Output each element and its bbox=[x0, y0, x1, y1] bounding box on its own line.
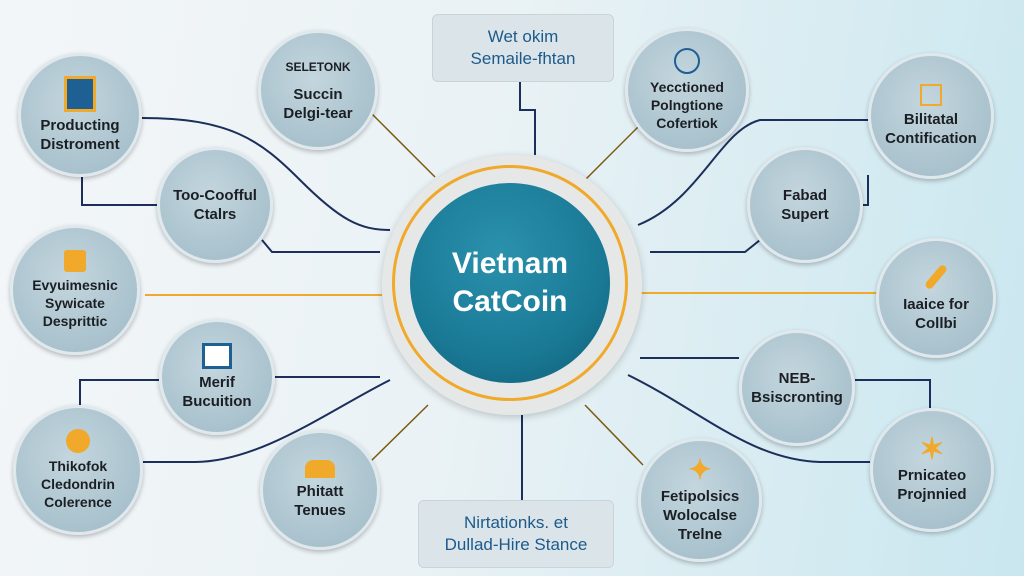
node-yectioned[interactable]: Yecctioned Polngtione Cofertiok bbox=[625, 28, 749, 152]
bottom-box-line1: Nirtationks. et bbox=[464, 513, 568, 532]
node-producing[interactable]: Producting Distroment bbox=[18, 53, 142, 177]
top-box-line2: Semaile-fhtan bbox=[470, 49, 576, 68]
hub-accent-ring bbox=[392, 165, 628, 401]
node-merif[interactable]: Merif Bucuition bbox=[159, 319, 275, 435]
network-globe-icon bbox=[674, 48, 700, 74]
star-icon: ✦ bbox=[688, 453, 712, 485]
node-label: Evyuimesnic bbox=[32, 277, 118, 293]
node-label: Cofertiok bbox=[656, 115, 718, 131]
node-label: Fabad bbox=[782, 187, 828, 204]
node-label: Merif bbox=[199, 374, 235, 391]
node-iaaice[interactable]: Iaaice for Collbi bbox=[876, 238, 996, 358]
node-label: Collbi bbox=[915, 315, 957, 332]
link-thikofok bbox=[143, 379, 391, 463]
node-label: Thikofok bbox=[48, 458, 108, 474]
node-label: Wolocalse bbox=[663, 506, 737, 524]
building-icon bbox=[305, 460, 335, 478]
node-label: Yecctioned bbox=[650, 79, 724, 95]
node-too-coofful[interactable]: Too-Coofful Ctalrs bbox=[157, 147, 273, 263]
node-fabad[interactable]: Fabad Supert bbox=[747, 147, 863, 263]
microphone-icon bbox=[923, 263, 949, 291]
dashboard-icon bbox=[202, 343, 232, 369]
node-label: Too-Coofful bbox=[173, 187, 257, 204]
logo-text: SELETONK bbox=[285, 59, 351, 74]
node-prnicateo[interactable]: ✶ Prnicateo Projnnied bbox=[870, 408, 994, 532]
node-bilitatal[interactable]: Bilitatal Contification bbox=[868, 53, 994, 179]
hub-vietnam-catcoin[interactable]: Vietnam CatCoin bbox=[410, 183, 610, 383]
link-too-coofful bbox=[261, 239, 380, 253]
node-label: Bucuition bbox=[182, 393, 252, 410]
node-label: Tenues bbox=[294, 502, 346, 519]
hub-title-line2: CatCoin bbox=[452, 285, 568, 318]
link-fabad bbox=[650, 239, 761, 253]
node-label: NEB- bbox=[778, 370, 816, 387]
node-succin[interactable]: SELETONK Succin Delgi-tear bbox=[258, 30, 378, 150]
node-thikofok[interactable]: Thikofok Cledondrin Colerence bbox=[13, 405, 143, 535]
emblem-icon: ✶ bbox=[919, 433, 945, 466]
link-bilitatal bbox=[637, 119, 868, 226]
link-producing bbox=[141, 117, 391, 231]
node-label: Contification bbox=[885, 130, 977, 147]
node-label: Bilitatal bbox=[903, 111, 959, 128]
node-label: Polngtione bbox=[650, 97, 724, 113]
link-producing-too bbox=[81, 177, 157, 206]
node-evyuimesnic[interactable]: Evyuimesnic Sywicate Desprittic bbox=[10, 225, 140, 355]
node-phitatt[interactable]: Phitatt Tenues bbox=[260, 430, 380, 550]
node-fetipolsics[interactable]: ✦ Fetipolsics Wolocalse Trelne bbox=[638, 438, 762, 562]
top-box-line1: Wet okim bbox=[487, 27, 559, 46]
link-neb-prnicateo bbox=[855, 379, 931, 408]
link-prnicateo bbox=[627, 374, 870, 463]
node-label: Colerence bbox=[44, 494, 112, 510]
node-label: Phitatt bbox=[296, 483, 344, 500]
node-label: Supert bbox=[781, 206, 829, 223]
node-label: Sywicate bbox=[45, 295, 105, 311]
node-label: Cledondrin bbox=[41, 476, 115, 492]
node-label: Desprittic bbox=[42, 313, 108, 329]
node-label: Trelne bbox=[677, 525, 723, 543]
node-label: Fetipolsics bbox=[660, 487, 740, 505]
node-neb[interactable]: NEB- Bsiscronting bbox=[739, 330, 855, 446]
link-fetipolsics bbox=[584, 404, 644, 466]
node-label: Prnicateo bbox=[897, 467, 967, 484]
institution-icon bbox=[920, 84, 942, 106]
bottom-box-line2: Dullad-Hire Stance bbox=[444, 535, 588, 554]
link-bilitatal-fabad bbox=[863, 175, 869, 206]
node-label: Succin bbox=[293, 85, 343, 103]
globe-icon bbox=[66, 429, 90, 453]
node-label: Projnnied bbox=[897, 486, 967, 503]
node-label: Iaaice for bbox=[903, 296, 969, 313]
link-top-box bbox=[519, 80, 536, 155]
node-label: Delgi-tear bbox=[283, 104, 353, 122]
link-thikofok-merif bbox=[79, 379, 159, 405]
hub-title-line1: Vietnam bbox=[451, 247, 569, 280]
link-succin bbox=[369, 111, 436, 178]
top-label-box[interactable]: Wet okim Semaile-fhtan bbox=[432, 14, 614, 82]
document-icon bbox=[64, 76, 96, 112]
bottom-label-box[interactable]: Nirtationks. et Dullad-Hire Stance bbox=[418, 500, 614, 568]
link-yectioned bbox=[584, 119, 646, 181]
calendar-icon bbox=[64, 250, 86, 272]
link-phitatt bbox=[369, 404, 429, 463]
node-label: Producting bbox=[40, 117, 120, 134]
node-label: Bsiscronting bbox=[751, 389, 843, 406]
node-label: Ctalrs bbox=[193, 206, 237, 223]
node-label: Distroment bbox=[40, 136, 120, 153]
